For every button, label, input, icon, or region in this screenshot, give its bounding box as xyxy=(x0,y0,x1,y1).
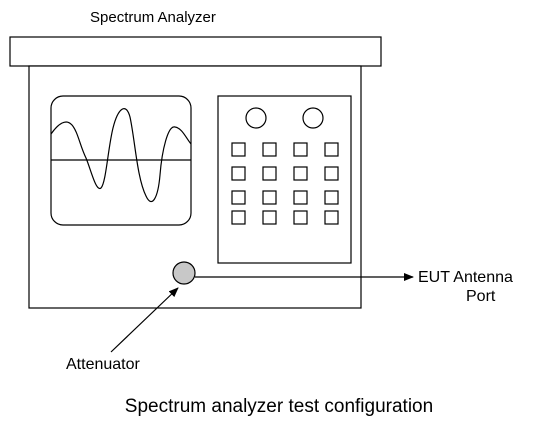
attenuator-pointer xyxy=(110,287,179,353)
keypad-button xyxy=(324,210,339,225)
keypad-button xyxy=(262,190,277,205)
keypad-button xyxy=(324,190,339,205)
attenuator xyxy=(172,261,196,285)
keypad-button xyxy=(262,166,277,181)
keypad-button xyxy=(293,142,308,157)
figure-caption: Spectrum analyzer test configuration xyxy=(124,396,434,417)
eut-port-label: Port xyxy=(466,288,496,305)
keypad-button xyxy=(262,210,277,225)
knob-right xyxy=(302,107,324,129)
attenuator-label: Attenuator xyxy=(66,356,140,373)
eut-antenna-label: EUT Antenna xyxy=(418,269,513,286)
keypad-button xyxy=(293,166,308,181)
keypad xyxy=(231,142,339,225)
keypad-button xyxy=(293,190,308,205)
keypad-button xyxy=(231,142,246,157)
diagram-title: Spectrum Analyzer xyxy=(90,9,216,26)
keypad-button xyxy=(231,190,246,205)
keypad-button xyxy=(231,210,246,225)
analyzer-lid xyxy=(9,36,382,67)
keypad-button xyxy=(231,166,246,181)
knob-left xyxy=(245,107,267,129)
keypad-button xyxy=(324,142,339,157)
keypad-button xyxy=(262,142,277,157)
waveform-trace xyxy=(50,108,192,203)
keypad-button xyxy=(324,166,339,181)
keypad-button xyxy=(293,210,308,225)
